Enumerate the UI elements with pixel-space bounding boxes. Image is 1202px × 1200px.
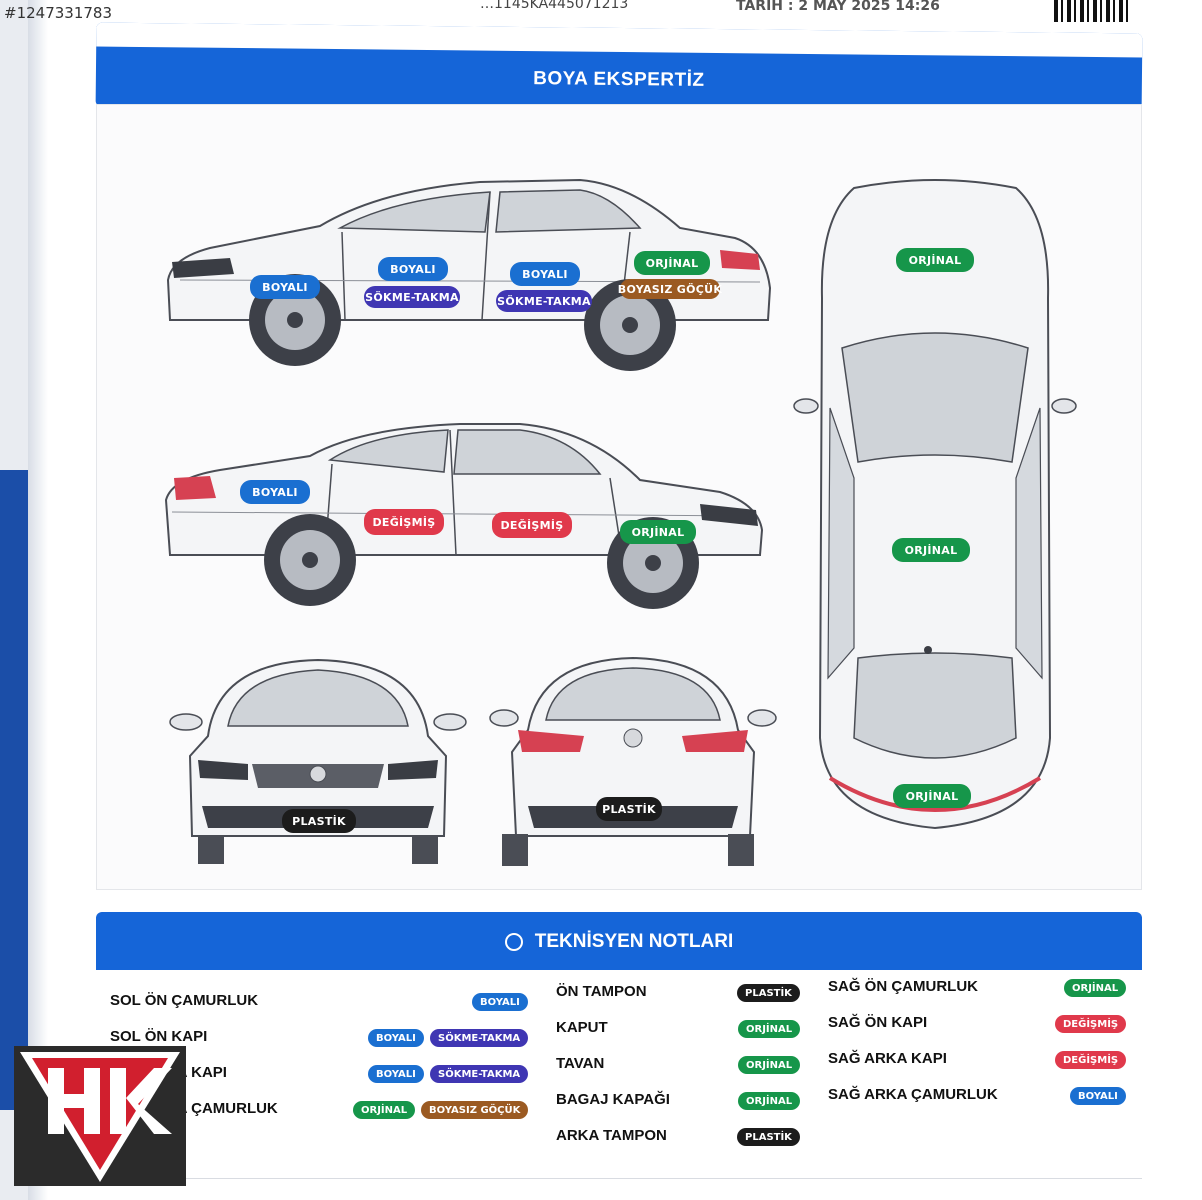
note-label-col2-1: KAPUT: [556, 1019, 608, 1036]
note-label-col2-0: ÖN TAMPON: [556, 983, 647, 1000]
hk-logo: [14, 1046, 186, 1186]
note-tag-col3-0-0: ORJİNAL: [1064, 979, 1127, 997]
tag-rear-bumper: PLASTİK: [596, 797, 662, 821]
tag-left-front-fender: ORJİNAL: [620, 520, 696, 544]
tag-top-hood: ORJİNAL: [896, 248, 974, 272]
note-label-col1-1: SOL ÖN KAPI: [110, 1028, 208, 1045]
note-label-col3-3: SAĞ ARKA ÇAMURLUK: [828, 1086, 998, 1103]
header-date: TARİH : 2 MAY 2025 14:26: [736, 0, 940, 14]
notes-title: TEKNİSYEN NOTLARI: [534, 931, 734, 952]
car-top-view-icon: [793, 179, 1077, 830]
note-label-col1-0: SOL ÖN ÇAMURLUK: [110, 992, 259, 1009]
tag-right-rear-door-extra: SÖKME-TAKMA: [496, 290, 592, 312]
note-tag-col1-2-1: BOYALI: [368, 1065, 424, 1083]
tag-front-bumper: PLASTİK: [282, 809, 356, 833]
notes-title-bar: TEKNİSYEN NOTLARI: [96, 912, 1142, 984]
note-tag-col1-0-0: BOYALI: [472, 993, 528, 1011]
header-fragment: …1145KA445071213: [480, 0, 629, 12]
note-tag-col2-2-0: ORJİNAL: [738, 1056, 801, 1074]
note-label-col2-4: ARKA TAMPON: [556, 1127, 667, 1144]
tag-left-rear-door: DEĞİŞMİŞ: [364, 509, 444, 535]
note-tag-col1-1-0: SÖKME-TAKMA: [430, 1029, 529, 1047]
tag-top-trunk: ORJİNAL: [893, 784, 971, 808]
tag-left-rear-fender: BOYALI: [240, 480, 310, 504]
note-tag-col1-2-0: SÖKME-TAKMA: [430, 1065, 529, 1083]
note-label-col2-2: TAVAN: [556, 1055, 605, 1072]
note-tag-col1-3-1: ORJİNAL: [353, 1101, 416, 1119]
note-tag-col3-1-0: DEĞİŞMİŞ: [1055, 1015, 1127, 1033]
tag-right-front-door-extra: SÖKME-TAKMA: [364, 286, 460, 308]
note-tag-col2-1-0: ORJİNAL: [738, 1020, 801, 1038]
tag-left-front-door: DEĞİŞMİŞ: [492, 512, 572, 538]
bottom-divider: [96, 1178, 1142, 1179]
tag-right-front-door: BOYALI: [378, 257, 448, 281]
tag-top-roof: ORJİNAL: [892, 538, 970, 562]
note-tag-col2-3-0: ORJİNAL: [738, 1092, 801, 1110]
listing-id: #1247331783: [4, 4, 113, 22]
note-tag-col2-4-0: PLASTİK: [737, 1128, 800, 1146]
chat-icon: [504, 933, 523, 951]
note-label-col3-0: SAĞ ÖN ÇAMURLUK: [828, 978, 978, 995]
car-front-view-icon: [169, 658, 467, 864]
section-title: BOYA EKSPERTİZ: [533, 68, 705, 91]
tag-right-front-fender: BOYALI: [250, 275, 320, 299]
note-tag-col3-3-0: BOYALI: [1070, 1087, 1126, 1105]
car-rear-view-icon: [489, 656, 777, 866]
background-blue-object: [0, 470, 28, 1110]
tag-right-rear-door: BOYALI: [510, 262, 580, 286]
qr-code-icon: [1054, 0, 1132, 22]
note-tag-col1-1-1: BOYALI: [368, 1029, 424, 1047]
car-right-side-icon: [166, 178, 772, 371]
tag-right-rear-fender-extra: BOYASIZ GÖÇÜK: [618, 279, 722, 299]
note-label-col2-3: BAGAJ KAPAĞI: [556, 1091, 670, 1108]
note-label-col3-2: SAĞ ARKA KAPI: [828, 1050, 947, 1067]
note-tag-col3-2-0: DEĞİŞMİŞ: [1055, 1051, 1127, 1069]
note-label-col3-1: SAĞ ÖN KAPI: [828, 1014, 928, 1031]
note-tag-col1-3-0: BOYASIZ GÖÇÜK: [421, 1101, 529, 1119]
tag-right-rear-fender: ORJİNAL: [634, 251, 710, 275]
note-tag-col2-0-0: PLASTİK: [737, 984, 800, 1002]
car-left-side-icon: [164, 423, 764, 609]
paper-shadow: [28, 0, 48, 1200]
